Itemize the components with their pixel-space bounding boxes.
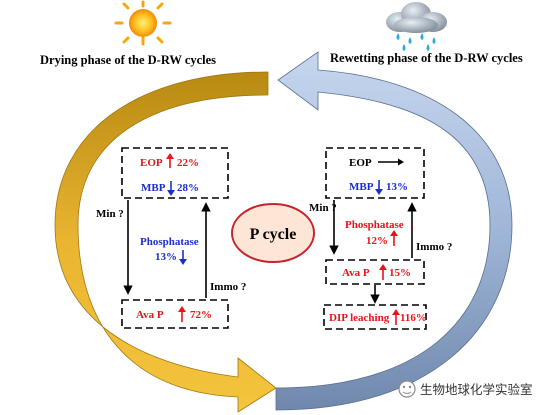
rewetting-avap-label: Ava P: [342, 267, 370, 279]
rewetting-phosphatase-label: Phosphatase: [345, 219, 404, 231]
drying-avap-up-arrow-icon: [178, 306, 186, 322]
rewetting-avap-up-arrow-icon: [379, 264, 387, 280]
dip-leaching-up-arrow-icon: [392, 309, 400, 325]
drying-phosphatase-down-arrow-icon: [179, 250, 187, 265]
rewetting-eop-mbp-box: [325, 147, 425, 199]
dip-leaching-box: [323, 304, 427, 330]
drying-eop-label: EOP: [140, 157, 163, 169]
drying-avap-value: 72%: [190, 309, 212, 321]
rewetting-eop-label: EOP: [349, 157, 372, 169]
drying-cycle-arrow: [54, 71, 277, 413]
drying-phosphatase-value: 13%: [155, 251, 177, 263]
p-cycle-ellipse: [231, 203, 315, 263]
drying-eop-up-arrow-icon: [166, 153, 174, 168]
dip-leaching-value: 116%: [400, 312, 427, 324]
drying-min-label: Min ?: [96, 208, 124, 220]
dip-leaching-label: DIP leaching: [329, 312, 390, 324]
rewetting-mbp-value: 13%: [386, 181, 408, 193]
sun-icon: [114, 0, 172, 46]
drying-eop-mbp-box: [121, 147, 229, 199]
rewetting-phosphatase-value: 12%: [366, 235, 388, 247]
drying-eop-value: 22%: [177, 157, 199, 169]
p-cycle-label: P cycle: [250, 226, 297, 243]
rewetting-mbp-label: MBP: [349, 181, 374, 193]
watermark-text: 生物地球化学实验室: [420, 382, 533, 397]
rewetting-eop-right-arrow-icon: [378, 158, 404, 166]
rewetting-mbp-down-arrow-icon: [375, 180, 383, 195]
rewetting-immo-label: Immo ?: [416, 241, 452, 253]
drying-mbp-down-arrow-icon: [167, 181, 175, 196]
rewetting-min-label: Min ?: [309, 202, 337, 214]
drying-mbp-value: 28%: [177, 182, 199, 194]
drying-avap-box: [121, 299, 229, 329]
wechat-logo-icon: [398, 380, 416, 398]
rewetting-phase-title: Rewetting phase of the D-RW cycles: [330, 51, 523, 65]
drying-phase-title: Drying phase of the D-RW cycles: [40, 53, 216, 67]
drying-phosphatase-label: Phosphatase: [140, 236, 199, 248]
rewetting-avap-value: 15%: [389, 267, 411, 279]
drying-immo-label: Immo ?: [210, 281, 246, 293]
rewetting-avap-box: [325, 259, 425, 285]
drying-avap-label: Ava P: [136, 309, 164, 321]
rewetting-phosphatase-up-arrow-icon: [390, 230, 398, 246]
rain-cloud-icon: [386, 2, 447, 51]
drying-mbp-label: MBP: [141, 182, 166, 194]
